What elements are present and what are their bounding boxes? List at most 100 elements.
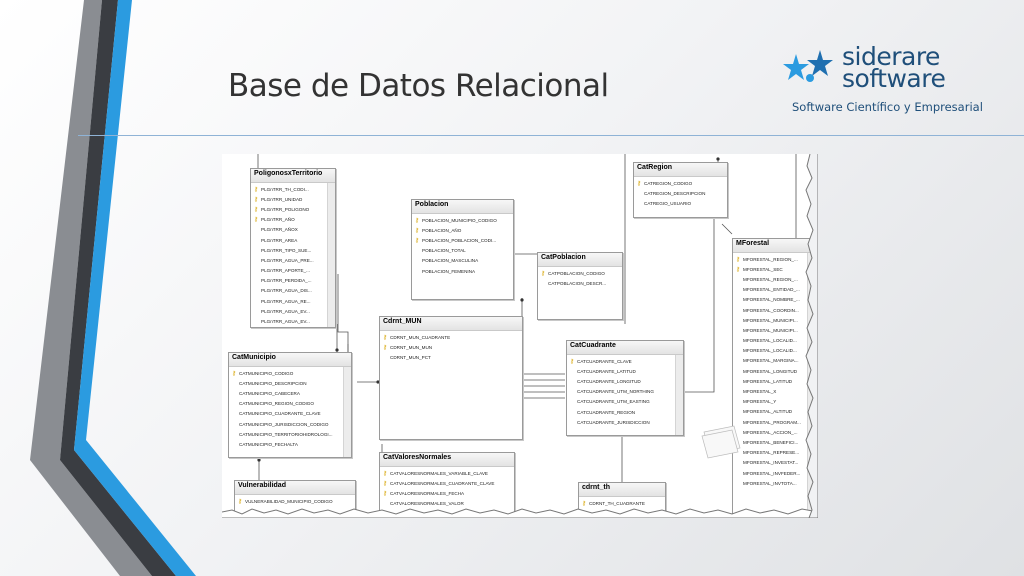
table-column-row[interactable]: CATMUNICIPIO_CABECERA xyxy=(229,388,351,398)
table-poligonosxterritorio[interactable]: PoligonosxTerritorio ⚷PLGnTRR_TH_CODI...… xyxy=(250,168,336,328)
column-name: MFORESTAL_BENEFICI... xyxy=(743,439,799,445)
table-column-row[interactable]: MFORESTAL_ENTIDAD_... xyxy=(733,285,815,295)
table-column-row[interactable]: CATMUNICIPIO_DESCRIPCION xyxy=(229,378,351,388)
table-column-row[interactable]: ⚷MFORESTAL_SEC xyxy=(733,264,815,274)
table-column-row[interactable]: ⚷CATREGION_CODIGO xyxy=(634,178,727,188)
table-column-row[interactable]: PLGnTRR_TIPO_SUE... xyxy=(251,245,335,255)
table-column-row[interactable]: CATCUADRANTE_LONGITUD xyxy=(567,376,683,386)
table-column-row[interactable]: MFORESTAL_REPRESE... xyxy=(733,448,815,458)
table-column-row[interactable]: ⚷CDRNT_MUN_CUADRANTE xyxy=(380,332,522,342)
table-column-row[interactable]: ⚷POBLACION_MUNICIPIO_CODIGO xyxy=(412,215,513,225)
table-column-row[interactable]: PLGnTRR_PERDIDA_... xyxy=(251,276,335,286)
table-mforestal[interactable]: MForestal ⚷MFORESTAL_REGION_...⚷MFORESTA… xyxy=(732,238,816,518)
table-column-row[interactable]: MFORESTAL_REGION_... xyxy=(733,274,815,284)
table-column-row[interactable]: MFORESTAL_LATITUD xyxy=(733,376,815,386)
table-column-row[interactable]: MFORESTAL_LONGITUD xyxy=(733,366,815,376)
table-column-row[interactable]: ⚷CDRNT_MUN_MUN xyxy=(380,342,522,352)
column-name: POBLACION_MASCULINA xyxy=(422,258,479,264)
table-column-row[interactable]: MFORESTAL_PROGRAM... xyxy=(733,417,815,427)
table-column-row[interactable]: CATCUADRANTE_UTM_EASTING xyxy=(567,397,683,407)
table-column-row[interactable]: MFORESTAL_INVESTAT... xyxy=(733,458,815,468)
table-column-row[interactable]: CATREGION_DESCRIPCION xyxy=(634,188,727,198)
table-column-row[interactable]: MFORESTAL_MUNICIPI... xyxy=(733,325,815,335)
table-column-row[interactable]: PLGnTRR_AGUA_PRE... xyxy=(251,255,335,265)
column-name: MFORESTAL_SEC xyxy=(743,266,783,272)
table-column-row[interactable]: CATMUNICIPIO_FECHALTA xyxy=(229,439,351,449)
table-column-row[interactable]: ⚷CATPOBLACION_CODIGO xyxy=(538,268,622,278)
table-cdrnt-mun[interactable]: Cdrnt_MUN ⚷CDRNT_MUN_CUADRANTE⚷CDRNT_MUN… xyxy=(379,316,523,440)
table-title: CatPoblacion xyxy=(538,253,622,267)
table-column-row[interactable]: MFORESTAL_ALTITUD xyxy=(733,407,815,417)
column-name: MFORESTAL_Y xyxy=(743,399,777,405)
table-column-row[interactable]: MFORESTAL_INVFEDER... xyxy=(733,468,815,478)
table-column-row[interactable]: CATCUADRANTE_JURISDICCION xyxy=(567,417,683,427)
table-column-row[interactable]: ⚷PLGnTRR_TH_CODI... xyxy=(251,184,335,194)
table-column-row[interactable]: MFORESTAL_Y xyxy=(733,397,815,407)
table-column-row[interactable]: ⚷CATVALORESNORMALES_VARIABLE_CLAVE xyxy=(380,468,514,478)
table-scrollbar[interactable] xyxy=(343,367,351,457)
column-name: CATCUADRANTE_CLAVE xyxy=(577,358,632,364)
table-column-row[interactable]: PLGnTRR_APORTE_... xyxy=(251,266,335,276)
table-column-row[interactable]: CATCUADRANTE_REGION xyxy=(567,407,683,417)
table-column-row[interactable]: MFORESTAL_NOMBRE_... xyxy=(733,295,815,305)
key-icon: ⚷ xyxy=(636,180,642,187)
table-column-row[interactable]: ⚷PLGnTRR_UNIDAD xyxy=(251,194,335,204)
column-name: MFORESTAL_MUNICIPI... xyxy=(743,327,798,333)
table-column-row[interactable]: ⚷MFORESTAL_REGION_... xyxy=(733,254,815,264)
table-column-row[interactable]: POBLACION_MASCULINA xyxy=(412,256,513,266)
table-column-row[interactable]: PLGnTRR_AGUA_EV... xyxy=(251,306,335,316)
table-column-row[interactable]: ⚷POBLACION_POBLACION_CODI... xyxy=(412,235,513,245)
table-column-row[interactable]: ⚷CDRNT_TH_CUADRANTE xyxy=(579,498,665,508)
key-icon: ⚷ xyxy=(253,217,259,224)
table-column-row[interactable]: ⚷VULNERABILIDAD_MUNICIPIO_CODIGO xyxy=(235,496,355,506)
table-title: CatValoresNormales xyxy=(380,453,514,467)
table-column-row[interactable]: PLGnTRR_AGUA_EV... xyxy=(251,316,335,326)
table-column-row[interactable]: ⚷CATCUADRANTE_CLAVE xyxy=(567,356,683,366)
column-name: POBLACION_POBLACION_CODI... xyxy=(422,237,497,243)
table-column-row[interactable]: POBLACION_FEMENINA xyxy=(412,266,513,276)
table-column-row[interactable]: PLGnTRR_AREA xyxy=(251,235,335,245)
table-column-row[interactable]: CATMUNICIPIO_CUADRANTE_CLAVE xyxy=(229,409,351,419)
table-column-row[interactable]: PLGnTRR_AGUA_RE... xyxy=(251,296,335,306)
table-poblacion[interactable]: Poblacion ⚷POBLACION_MUNICIPIO_CODIGO⚷PO… xyxy=(411,199,514,300)
table-catvaloresnormales[interactable]: CatValoresNormales ⚷CATVALORESNORMALES_V… xyxy=(379,452,515,518)
table-column-row[interactable]: MFORESTAL_INVTOTA... xyxy=(733,478,815,488)
table-column-row[interactable]: CATMUNICIPIO_TERRITORIOHIDROLOGI... xyxy=(229,429,351,439)
table-column-row[interactable]: PLGnTRR_AGUA_DIS... xyxy=(251,286,335,296)
table-column-row[interactable]: ⚷CATVALORESNORMALES_FECHA xyxy=(380,488,514,498)
table-column-row[interactable]: POBLACION_TOTAL xyxy=(412,246,513,256)
table-column-row[interactable]: MFORESTAL_LOCALID... xyxy=(733,336,815,346)
column-name: MFORESTAL_COORDIN... xyxy=(743,307,799,313)
table-column-row[interactable]: CDRNT_MUN_PCT xyxy=(380,352,522,362)
column-name: MFORESTAL_LATITUD xyxy=(743,378,793,384)
table-column-row[interactable]: CATMUNICIPIO_JURISDICCION_CODIGO xyxy=(229,419,351,429)
table-column-row[interactable]: MFORESTAL_MUNICIPI... xyxy=(733,315,815,325)
table-column-row[interactable]: CATCUADRANTE_LATITUD xyxy=(567,366,683,376)
table-column-row[interactable]: CATMUNICIPIO_REGION_CODIGO xyxy=(229,399,351,409)
table-column-row[interactable]: MFORESTAL_BENEFICI... xyxy=(733,437,815,447)
key-icon: ⚷ xyxy=(735,256,741,263)
table-column-row[interactable]: ⚷PLGnTRR_POLIGONO xyxy=(251,204,335,214)
table-column-row[interactable]: MFORESTAL_MARGINA... xyxy=(733,356,815,366)
table-column-row[interactable]: MFORESTAL_LOCALID... xyxy=(733,346,815,356)
table-column-row[interactable]: MFORESTAL_COORDIN... xyxy=(733,305,815,315)
table-column-row[interactable]: ⚷CATVALORESNORMALES_CUADRANTE_CLAVE xyxy=(380,478,514,488)
table-column-row[interactable]: MFORESTAL_X xyxy=(733,386,815,396)
table-column-row[interactable]: PLGnTRR_AÑOX xyxy=(251,225,335,235)
table-scrollbar[interactable] xyxy=(675,355,683,435)
table-column-row[interactable]: MFORESTAL_ACCION_... xyxy=(733,427,815,437)
table-column-row[interactable]: ⚷PLGnTRR_AÑO xyxy=(251,215,335,225)
table-cdrnt-th[interactable]: cdrnt_th ⚷CDRNT_TH_CUADRANTE xyxy=(578,482,666,518)
table-column-row[interactable]: CATPOBLACION_DESCR... xyxy=(538,278,622,288)
table-scrollbar[interactable] xyxy=(327,183,335,327)
table-column-row[interactable]: ⚷POBLACION_AÑO xyxy=(412,225,513,235)
table-column-row[interactable]: CATCUADRANTE_UTM_NORTHING xyxy=(567,387,683,397)
table-column-row[interactable]: ⚷CATMUNICIPIO_CODIGO xyxy=(229,368,351,378)
table-column-row[interactable]: CATREGIO_USUARIO xyxy=(634,198,727,208)
table-column-row[interactable]: CATVALORESNORMALES_VALOR xyxy=(380,499,514,509)
